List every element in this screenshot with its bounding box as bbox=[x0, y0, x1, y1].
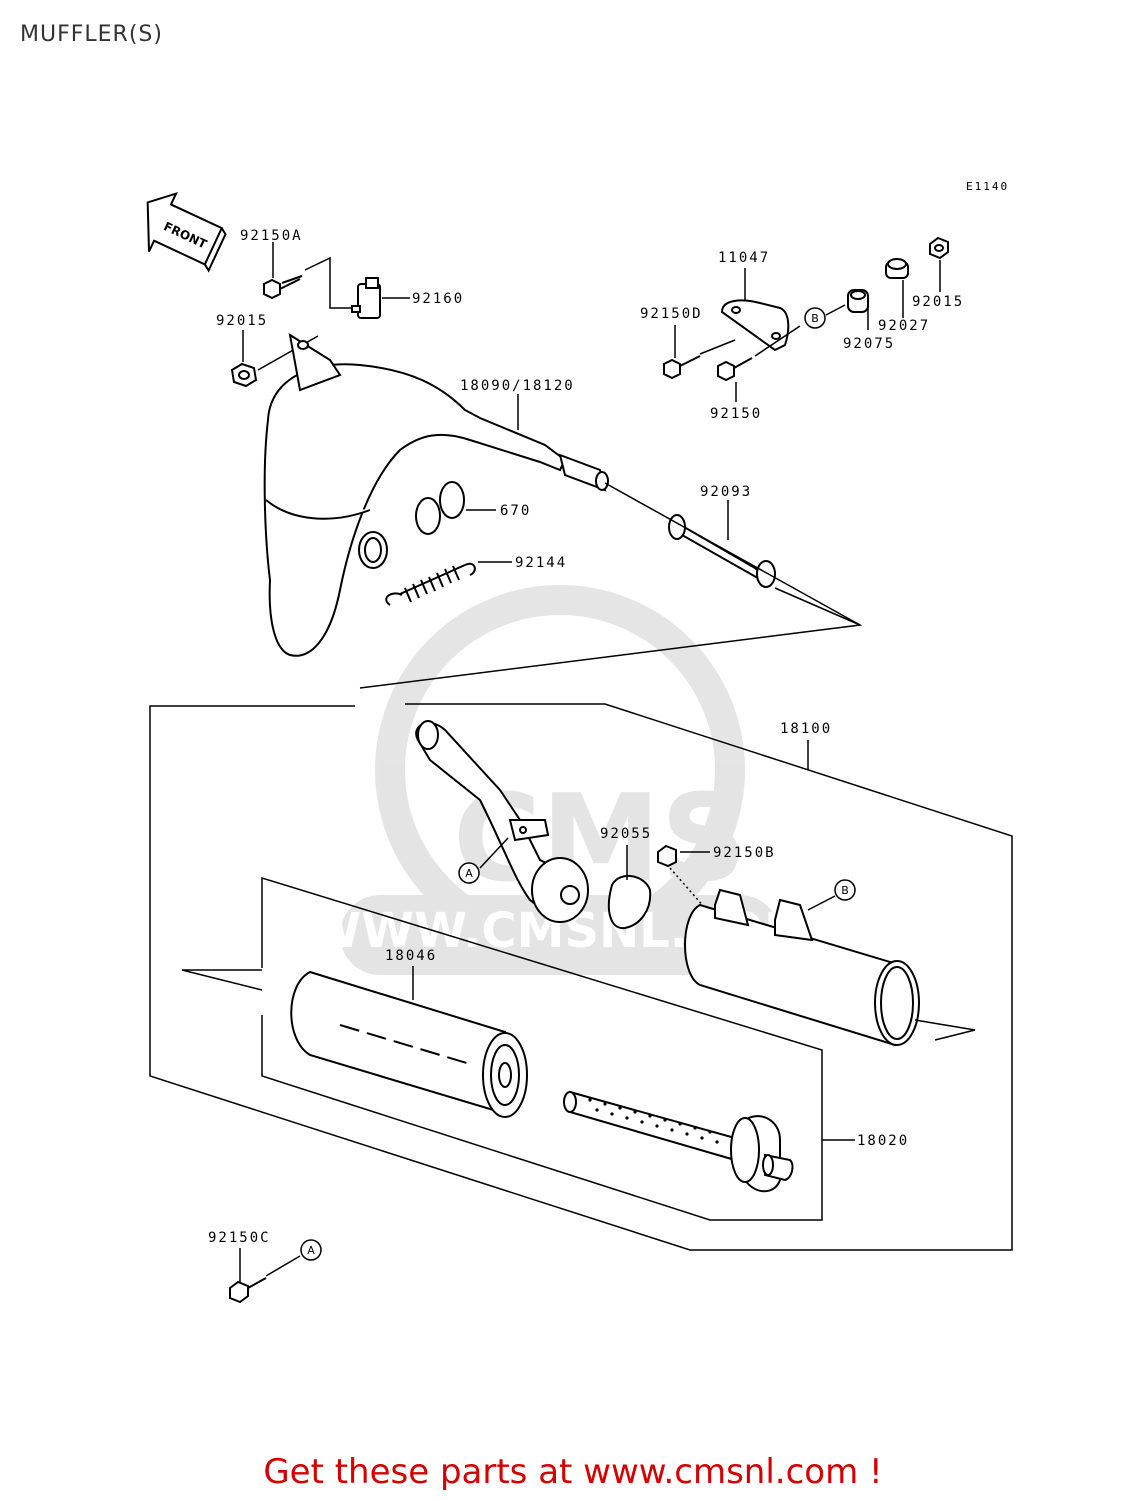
label-92075: 92075 bbox=[843, 336, 895, 352]
callout-a-lower: A bbox=[300, 1239, 322, 1261]
bolt-92150d-icon bbox=[663, 355, 701, 380]
label-92093: 92093 bbox=[700, 484, 752, 500]
svg-text:B: B bbox=[811, 312, 819, 325]
header-pipe-icon bbox=[415, 720, 589, 923]
ref-code: E1140 bbox=[966, 180, 1009, 193]
callout-b-lower: B bbox=[834, 879, 856, 901]
svg-text:A: A bbox=[307, 1244, 315, 1257]
bracket-92160-icon bbox=[351, 277, 381, 319]
bolt-92150-icon bbox=[717, 357, 753, 382]
label-670: 670 bbox=[500, 503, 531, 519]
label-92150: 92150 bbox=[710, 406, 762, 422]
label-92150c: 92150C bbox=[208, 1230, 271, 1246]
muffler-body-icon bbox=[684, 888, 920, 1047]
label-92015-left: 92015 bbox=[216, 313, 268, 329]
page-title: MUFFLER(S) bbox=[20, 22, 163, 47]
expansion-chamber-icon bbox=[263, 332, 609, 657]
label-92055: 92055 bbox=[600, 826, 652, 842]
core-18020-icon bbox=[563, 1090, 794, 1193]
label-92150a: 92150A bbox=[240, 228, 303, 244]
nut-92015-right-icon bbox=[929, 236, 949, 260]
sleeve-92093-icon bbox=[668, 514, 776, 588]
collar-92027-icon bbox=[885, 258, 909, 279]
label-18046: 18046 bbox=[385, 948, 437, 964]
spring-92144-icon bbox=[385, 562, 476, 606]
label-11047: 11047 bbox=[718, 250, 770, 266]
o-rings-670-icon bbox=[415, 481, 465, 535]
label-92027: 92027 bbox=[878, 318, 930, 334]
label-92160: 92160 bbox=[412, 291, 464, 307]
label-92150d: 92150D bbox=[640, 306, 703, 322]
label-18090-18120: 18090/18120 bbox=[460, 378, 575, 394]
promo-link[interactable]: Get these parts at www.cmsnl.com ! bbox=[0, 1452, 1146, 1492]
bolt-92150c-icon bbox=[229, 1277, 267, 1304]
bolt-92150a-icon bbox=[263, 275, 303, 300]
nut-92015-left-icon bbox=[230, 362, 258, 388]
front-arrow-icon: FRONT bbox=[146, 191, 227, 273]
promo-link-text[interactable]: Get these parts at www.cmsnl.com ! bbox=[263, 1452, 883, 1492]
grommet-92075-icon bbox=[847, 289, 869, 313]
label-18100: 18100 bbox=[780, 721, 832, 737]
svg-text:B: B bbox=[841, 884, 849, 897]
label-18020: 18020 bbox=[857, 1133, 909, 1149]
callout-b-upper: B bbox=[804, 307, 826, 329]
label-92144: 92144 bbox=[515, 555, 567, 571]
svg-text:A: A bbox=[465, 867, 473, 880]
label-92015-right: 92015 bbox=[912, 294, 964, 310]
silencer-18046-icon bbox=[290, 970, 528, 1118]
bracket-11047-icon bbox=[720, 299, 790, 352]
callout-a-middle: A bbox=[458, 862, 480, 884]
gasket-92055-icon bbox=[607, 875, 652, 930]
label-92150b: 92150B bbox=[713, 845, 776, 861]
bolt-92150b-icon bbox=[657, 844, 677, 868]
parts-diagram: WWW.CMSNL.COM CMS E1140 FRONT 92150A 921… bbox=[146, 180, 1013, 1304]
